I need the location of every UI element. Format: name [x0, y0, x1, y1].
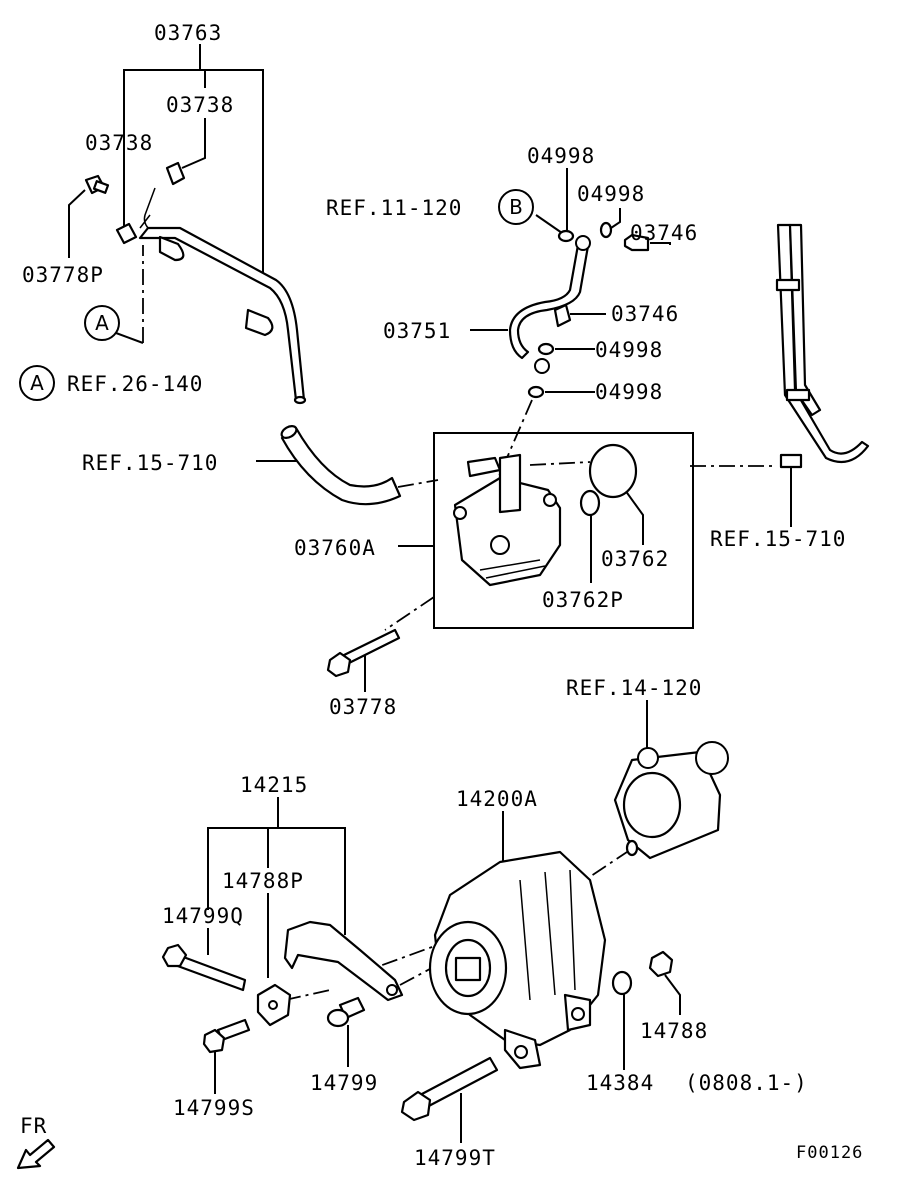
bolt-14799 [326, 996, 366, 1028]
vacuum-pump-assembly-box [433, 432, 694, 629]
marker-b: B [498, 189, 534, 225]
hose-left [280, 425, 402, 506]
o-ring-03762 [588, 443, 638, 499]
label-03778: 03778 [329, 695, 397, 719]
part-labels: 03763 03738 03738 03778P REF.26-140 0499… [22, 21, 863, 1170]
bolt-03778 [326, 628, 401, 678]
label-03760a: 03760A [294, 536, 376, 560]
label-03751: 03751 [383, 319, 451, 343]
bolt-03778p [84, 174, 110, 195]
label-14384: 14384 [586, 1071, 654, 1095]
label-04998-4: 04998 [595, 380, 663, 404]
label-03738-upper: 03738 [166, 93, 234, 117]
label-ref-14-120: REF.14-120 [566, 676, 702, 700]
svg-text:A: A [95, 311, 109, 335]
thermostat-housing [613, 741, 729, 860]
pipe-cap-upper [165, 161, 186, 186]
label-14788p: 14788P [222, 869, 304, 893]
label-04998-1: 04998 [527, 144, 595, 168]
label-14200a: 14200A [456, 787, 538, 811]
vacuum-pipe [138, 187, 307, 405]
label-ref-15-710-left: REF.15-710 [82, 451, 218, 475]
bolt-14799t [400, 1056, 499, 1122]
nut-14788 [648, 950, 674, 978]
front-direction-indicator: FR [16, 1114, 56, 1170]
nut-block-14788p [256, 983, 292, 1027]
label-03762p: 03762P [542, 588, 624, 612]
label-14799: 14799 [310, 1071, 378, 1095]
bolt-14799q [161, 943, 247, 992]
label-14384-date: (0808.1-) [685, 1071, 808, 1095]
label-14215: 14215 [240, 773, 308, 797]
label-03763: 03763 [154, 21, 222, 45]
o-ring-03762p [579, 489, 601, 517]
label-03746-upper: 03746 [630, 221, 698, 245]
union-bolt-lower [553, 303, 572, 328]
label-14799t: 14799T [414, 1146, 496, 1170]
label-ref-26-140: REF.26-140 [67, 372, 203, 396]
washers-oil-line [527, 221, 613, 399]
vacuum-pump [453, 453, 562, 587]
svg-text:B: B [509, 195, 523, 219]
label-04998-2: 04998 [577, 182, 645, 206]
label-ref-15-710-right: REF.15-710 [710, 527, 846, 551]
alternator-bracket [283, 920, 404, 1002]
leader-lines [68, 44, 792, 1143]
label-ref-11-120: REF.11-120 [326, 196, 462, 220]
front-arrow-icon [16, 1138, 56, 1170]
svg-text:A: A [30, 371, 44, 395]
label-03746-lower: 03746 [611, 302, 679, 326]
union-bolt-upper [623, 233, 650, 252]
washer-14384 [611, 970, 633, 996]
marker-a-upper: A [84, 305, 120, 341]
alternator [428, 850, 607, 1070]
label-14788: 14788 [640, 1019, 708, 1043]
label-03738-lower: 03738 [85, 131, 153, 155]
hose-right [775, 223, 870, 469]
bolt-14799s [202, 1018, 251, 1054]
label-14799s: 14799S [173, 1096, 255, 1120]
marker-a-lower: A [19, 365, 55, 401]
label-03762: 03762 [601, 547, 669, 571]
oil-pipe [508, 235, 591, 374]
label-03778p: 03778P [22, 263, 104, 287]
label-04998-3: 04998 [595, 338, 663, 362]
pipe-cap-lower [115, 222, 138, 245]
front-label: FR [20, 1114, 47, 1138]
label-14799q: 14799Q [162, 904, 244, 928]
diagram-code: F00126 [796, 1143, 863, 1163]
